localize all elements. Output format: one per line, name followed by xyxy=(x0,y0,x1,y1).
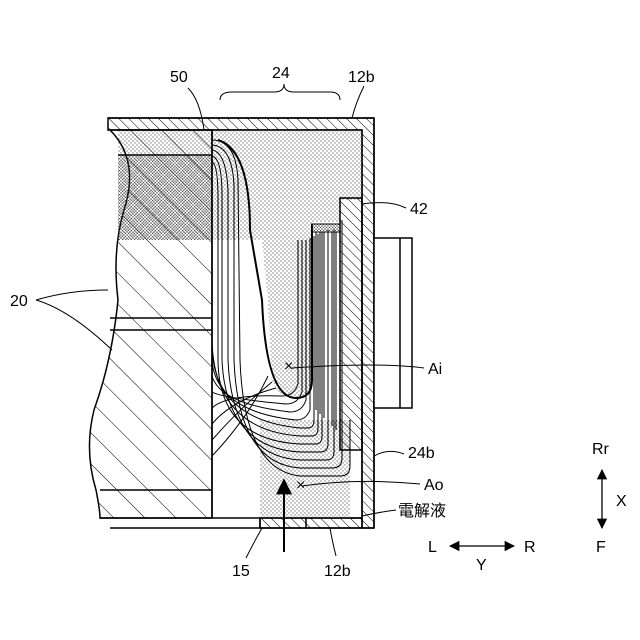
label-24b: 24b xyxy=(408,445,435,462)
axis-x-indicator: Rr F X xyxy=(592,441,627,556)
label-rr: Rr xyxy=(592,441,610,458)
label-y: Y xyxy=(476,557,487,574)
label-24: 24 xyxy=(272,65,290,82)
label-f: F xyxy=(596,539,606,556)
label-15: 15 xyxy=(232,563,250,580)
label-x: X xyxy=(616,493,627,510)
axis-y-indicator: L R Y xyxy=(428,539,536,574)
label-20: 20 xyxy=(10,293,28,310)
label-42: 42 xyxy=(410,201,428,218)
bottom-wall xyxy=(100,518,374,528)
terminal-plate-42 xyxy=(340,198,362,450)
mark-ai: × xyxy=(284,358,293,375)
label-r: R xyxy=(524,539,536,556)
plate-stack xyxy=(312,224,340,430)
label-12b-bottom: 12b xyxy=(324,563,351,580)
external-terminal xyxy=(374,238,412,408)
electrolyte-lower xyxy=(260,420,350,518)
label-l: L xyxy=(428,539,437,556)
label-12b-top: 12b xyxy=(348,69,375,86)
label-ao: Ao xyxy=(424,477,444,494)
label-ai: Ai xyxy=(428,361,442,378)
label-50: 50 xyxy=(170,69,188,86)
label-electrolyte: 電解液 xyxy=(398,501,446,520)
electrode-stack xyxy=(89,130,212,518)
